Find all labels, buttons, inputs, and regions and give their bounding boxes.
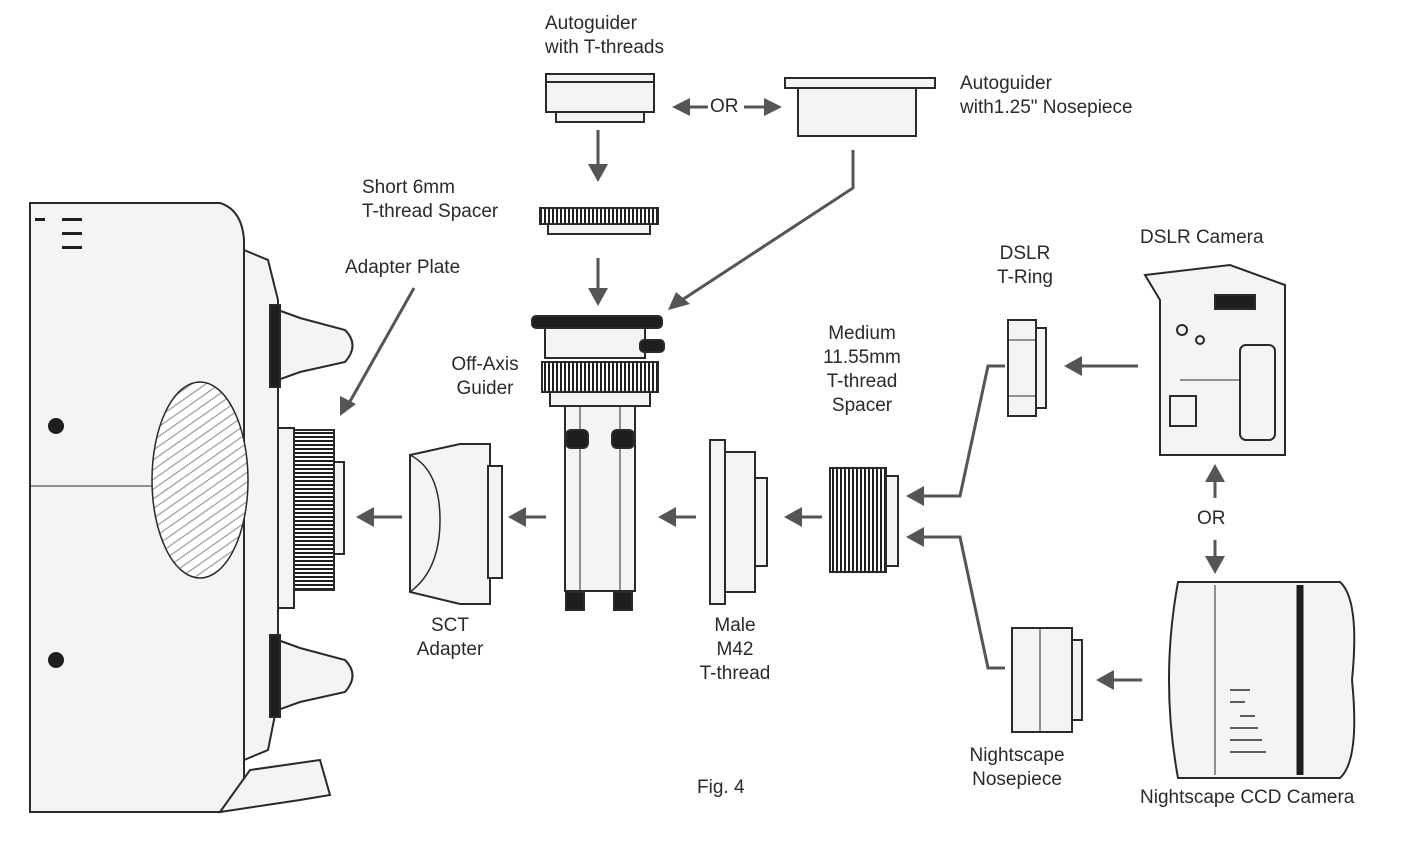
arrowheads <box>340 98 1225 690</box>
label-line: Nosepiece <box>972 769 1062 790</box>
label-line: T-thread <box>826 371 898 392</box>
short-spacer-label: Short 6mm T-thread Spacer <box>362 176 498 224</box>
male-m42-label: Male M42 T-thread <box>680 614 790 686</box>
adapter-plate-label: Adapter Plate <box>345 257 461 278</box>
autoguider-nosepiece <box>784 77 936 137</box>
figure-caption: Fig. 4 <box>697 777 745 798</box>
label-line: M42 <box>716 639 754 660</box>
short-spacer <box>539 207 659 235</box>
or-top-label: OR <box>710 96 739 117</box>
off-axis-guider <box>531 315 665 611</box>
label-line: Spacer <box>831 395 893 416</box>
label-line: Male <box>714 615 756 636</box>
autoguider-nosepiece-label: Autoguider with1.25" Nosepiece <box>960 72 1133 120</box>
dslr-camera-label: DSLR Camera <box>1140 227 1264 248</box>
label-line: T-thread <box>699 663 771 684</box>
telescope-body <box>29 202 279 813</box>
label-line: SCT <box>431 615 469 636</box>
label-line: Guider <box>456 378 514 399</box>
telescope-marks <box>35 218 82 668</box>
telescope-knobs <box>217 304 354 814</box>
label-line: DSLR <box>999 243 1051 264</box>
medium-spacer-label: Medium 11.55mm T-thread Spacer <box>808 322 916 418</box>
label-line: 11.55mm <box>823 347 901 368</box>
nightscape-ccd-label: Nightscape CCD Camera <box>1140 787 1355 808</box>
label-line: Autoguider <box>545 13 637 34</box>
label-line: T-Ring <box>997 267 1053 288</box>
sct-adapter <box>409 443 503 605</box>
label-line: Short 6mm <box>362 177 455 198</box>
or-right-label: OR <box>1197 508 1226 529</box>
medium-spacer <box>829 467 899 573</box>
label-line: Nightscape <box>969 745 1065 766</box>
label-line: Autoguider <box>960 73 1052 94</box>
dslr-t-ring <box>1007 319 1047 417</box>
label-line: with T-threads <box>545 37 664 58</box>
label-line: Adapter <box>416 639 484 660</box>
adapter-plate <box>277 427 345 609</box>
nightscape-nosepiece <box>1011 627 1083 733</box>
sct-adapter-label: SCT Adapter <box>400 614 500 662</box>
label-line: with1.25" Nosepiece <box>960 97 1133 118</box>
label-line: T-thread Spacer <box>362 201 499 222</box>
autoguider-t-threads <box>545 73 655 123</box>
autoguider-t-threads-label: Autoguider with T-threads <box>545 12 664 60</box>
male-m42-t-thread <box>709 439 768 605</box>
off-axis-guider-label: Off-Axis Guider <box>440 353 530 401</box>
label-line: Off-Axis <box>451 354 519 375</box>
label-line: Medium <box>828 323 896 344</box>
dslr-t-ring-label: DSLR T-Ring <box>985 242 1065 290</box>
nightscape-ccd-camera <box>1168 581 1356 779</box>
nightscape-nosepiece-label: Nightscape Nosepiece <box>962 744 1072 792</box>
dslr-camera <box>1143 263 1286 456</box>
